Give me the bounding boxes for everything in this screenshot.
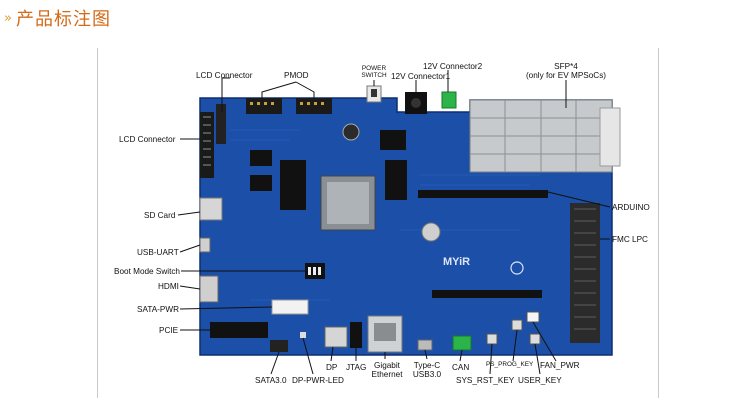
label-can: CAN	[452, 363, 470, 372]
label-sata-pwr: SATA-PWR	[137, 305, 179, 314]
label-ps-prog-key: PS_PROG_KEY	[486, 361, 534, 368]
label-sata30: SATA3.0	[255, 376, 287, 385]
leader-lines	[177, 70, 611, 375]
label-sd-card: SD Card	[144, 211, 176, 220]
label-arduino: ARDUINO	[612, 203, 650, 212]
label-sfp: SFP*4(only for EV MPSoCs)	[525, 62, 607, 80]
label-12v-connector2: 12V Connector2	[423, 62, 483, 71]
label-dp-pwr-led: DP-PWR-LED	[292, 376, 344, 385]
label-sys-rst-key: SYS_RST_KEY	[456, 376, 515, 385]
label-hdmi: HDMI	[158, 282, 179, 291]
board-logo: MYiR	[443, 256, 470, 268]
label-usb-uart: USB-UART	[137, 248, 179, 257]
double-chevron-icon: »	[4, 10, 12, 26]
label-fan-pwr: FAN_PWR	[540, 361, 580, 370]
label-boot-mode-switch: Boot Mode Switch	[114, 267, 180, 276]
page-title: 产品标注图	[15, 9, 111, 30]
label-pmod: PMOD	[284, 71, 309, 80]
section-heading: » 产品标注图	[4, 6, 111, 30]
label-dp: DP	[326, 363, 338, 372]
label-lcd-connector-left: LCD Connector	[119, 135, 176, 144]
label-user-key: USER_KEY	[518, 376, 562, 385]
label-jtag: JTAG	[346, 363, 367, 372]
label-pcie: PCIE	[159, 326, 179, 335]
label-lcd-connector-top: LCD Connector	[196, 71, 253, 80]
label-fmc-lpc: FMC LPC	[612, 235, 648, 244]
label-12v-connector1: 12V Connector1	[391, 72, 451, 81]
image-frame	[97, 48, 659, 398]
